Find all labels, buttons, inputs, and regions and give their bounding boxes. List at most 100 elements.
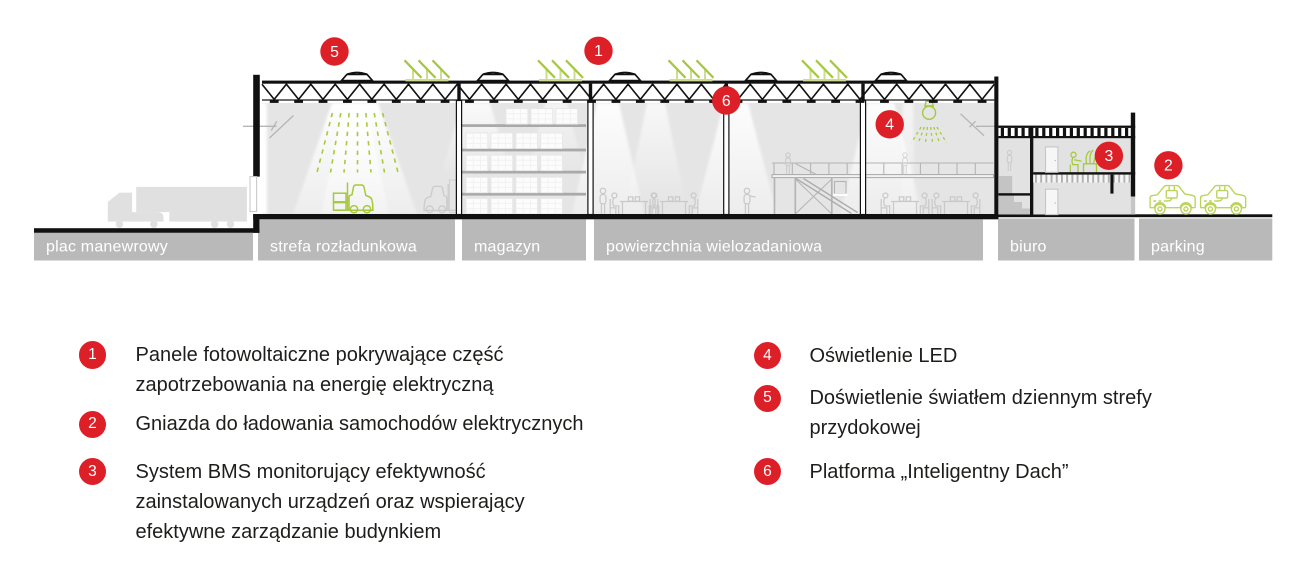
hall-left-wall-base	[253, 214, 260, 233]
truck-icon	[107, 186, 247, 228]
solar-panel	[537, 59, 556, 79]
light-cone	[901, 103, 915, 214]
legend-item-text: Oświetlenie LED	[809, 341, 957, 371]
office-midslab-tick	[1107, 174, 1110, 183]
truck-cab	[107, 192, 133, 222]
legend-badge: 5	[753, 384, 782, 413]
office-midslab-tick	[1123, 174, 1126, 183]
led-ray	[933, 126, 941, 143]
office-inner-wall	[1030, 126, 1034, 215]
office-roof-hatch-bar	[1007, 127, 1011, 136]
solar-panel	[829, 59, 848, 79]
zone-band	[594, 219, 983, 261]
solar-panel	[417, 59, 437, 79]
mezzanine-platform	[771, 162, 994, 215]
truss-node-plate	[587, 100, 596, 103]
rack-box-grid	[530, 108, 553, 125]
office-midslab-tick	[1071, 174, 1074, 183]
office-midslab-tick	[1076, 174, 1079, 183]
zone-band	[462, 219, 586, 261]
office-midslab-tick	[1102, 174, 1105, 183]
marker-number: 6	[722, 93, 731, 110]
roof-skylights	[339, 71, 909, 82]
rack-box	[540, 132, 563, 149]
truss-node-plate	[880, 100, 889, 103]
truck-trailer	[136, 186, 247, 222]
hall-column	[587, 99, 594, 216]
office-midslab-tick	[1118, 174, 1121, 183]
mezzanine-stair-stringers	[795, 177, 858, 215]
truss-node-plate	[660, 100, 670, 103]
rack-box-grid	[466, 177, 488, 193]
daylight-ray	[365, 112, 372, 173]
rack-box	[540, 176, 563, 194]
office-roof-hatch-bar	[1125, 127, 1129, 136]
mezzanine-cross-brace	[794, 178, 833, 215]
truss-node-plate	[465, 100, 474, 103]
office-midslab-tick	[1092, 174, 1095, 183]
legend-line: zapotrzebowania na energię elektryczną	[135, 374, 494, 397]
truss-node-plate	[758, 100, 767, 103]
rack-box	[515, 197, 539, 215]
rack-box	[555, 108, 579, 125]
legend-badge: 4	[753, 341, 782, 370]
office-door	[1044, 188, 1059, 216]
hall-floor	[253, 214, 999, 220]
office-roof-hatch-bar	[1090, 127, 1094, 136]
marker-number: 2	[1164, 158, 1173, 175]
rack-box	[465, 154, 489, 172]
plant-leaf	[1085, 150, 1091, 164]
rack-box	[490, 197, 514, 215]
office-stair-landing	[998, 193, 1030, 196]
rack-box-grid	[466, 198, 488, 214]
office-partition-stub	[1110, 174, 1114, 194]
marker-circle	[1094, 141, 1124, 170]
legend-badge: 3	[78, 457, 107, 486]
truss-node-plate	[416, 100, 426, 103]
marker-badge: 1	[584, 36, 613, 65]
rack-box-grid	[506, 108, 528, 125]
truck-wheel	[226, 220, 235, 228]
office-roof-hatch-bar	[1000, 127, 1004, 136]
truss-web	[261, 82, 995, 101]
marker-circle	[712, 86, 741, 115]
door-knob	[1054, 202, 1057, 204]
truss-node-plate	[562, 100, 572, 103]
daylight-ray	[316, 112, 334, 173]
office-mid-slab	[1033, 172, 1136, 194]
led-ray	[917, 126, 925, 143]
rack-box-grid	[490, 133, 513, 149]
office-doors	[1044, 146, 1059, 216]
truss-node-plate	[904, 100, 914, 103]
office-midslab-tick	[1087, 174, 1089, 183]
zone-label: powierzchnia wielozadaniowa	[606, 239, 822, 256]
plant-leaf	[1089, 149, 1094, 164]
rack-box	[515, 132, 539, 149]
rack-box	[540, 154, 563, 172]
office-stairs	[998, 195, 1030, 215]
rack-box-grid	[490, 198, 513, 214]
ground-line-right	[998, 214, 1273, 218]
office-roof-bottom-line	[998, 136, 1136, 139]
rack-box	[465, 176, 489, 194]
legend-line: Platforma „Inteligentny Dach”	[809, 460, 1069, 483]
legend-badge: 1	[78, 341, 107, 369]
office-roof-top-line	[998, 125, 1136, 128]
office-building	[998, 112, 1136, 216]
electric-car-icon	[1149, 184, 1247, 215]
rack-box	[530, 108, 554, 125]
hall-right-wall	[994, 76, 999, 216]
office-roof-hatch-bar	[1035, 127, 1039, 136]
solar-panel	[551, 59, 570, 79]
office-roof-hatch-bar	[1083, 127, 1087, 136]
office-midslab-tick	[1113, 174, 1115, 183]
led-ray	[929, 126, 934, 143]
marker-badge: 6	[712, 86, 741, 115]
office-plants-icon	[1069, 149, 1099, 175]
truck-wheel	[211, 220, 219, 228]
zone-label: strefa rozładunkowa	[270, 239, 417, 256]
